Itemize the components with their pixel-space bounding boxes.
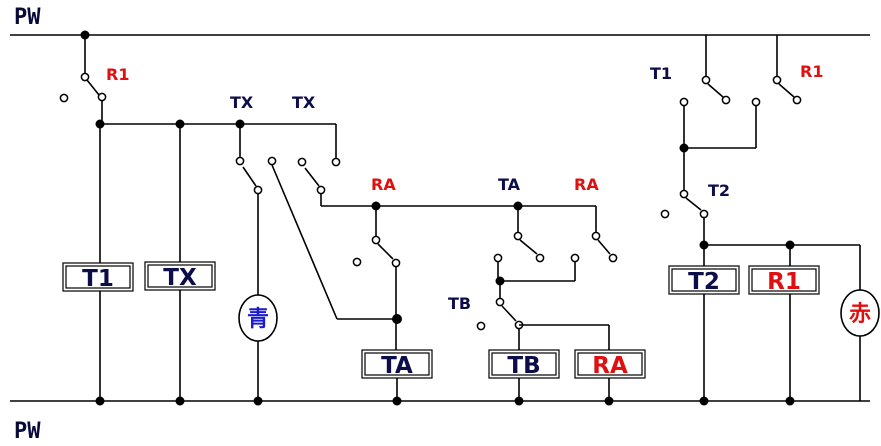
ta-mid-label: TA	[498, 175, 521, 194]
tb-contact	[476, 297, 610, 350]
r1-left-contact	[59, 35, 107, 122]
tb-label: TB	[448, 294, 471, 313]
relay-ra-box: RA	[574, 349, 646, 379]
t1-top-label: T1	[650, 64, 672, 83]
ta-contact	[513, 206, 545, 263]
relay-tx-label: TX	[163, 265, 197, 291]
t2-label: T2	[708, 181, 730, 200]
t1-top-contact	[679, 75, 731, 107]
relay-tb-label: TB	[507, 353, 540, 379]
blue-lamp: 青	[238, 294, 278, 342]
r1-top-contact	[751, 75, 802, 107]
red-lamp: 赤	[840, 289, 880, 337]
tx-contact-2	[297, 157, 326, 206]
t2-contact	[660, 189, 709, 268]
relay-r1-label: R1	[767, 269, 801, 295]
relay-ta-label: TA	[381, 353, 413, 379]
relay-t2-box: T2	[668, 265, 740, 295]
top-rail-label: PW	[14, 5, 41, 30]
relay-t2-label: T2	[688, 269, 720, 295]
ra-mid-contact	[352, 206, 401, 350]
bottom-rail-label: PW	[14, 419, 41, 444]
relay-tx-box: TX	[144, 261, 216, 291]
relay-r1-box: R1	[748, 265, 820, 295]
ra-mid-label: RA	[371, 175, 396, 194]
r1-left-label: R1	[106, 65, 129, 84]
relay-ta-box: TA	[361, 349, 433, 379]
tx-label-2: TX	[292, 93, 316, 112]
ra-right-contact	[591, 206, 618, 263]
relay-ra-label: RA	[592, 353, 628, 379]
blue-lamp-label: 青	[247, 307, 269, 332]
red-lamp-label: 赤	[849, 302, 871, 327]
relay-t1-box: T1	[62, 262, 134, 292]
ra-right-label: RA	[574, 175, 599, 194]
tx-label-1: TX	[230, 93, 254, 112]
tx-contact-1	[235, 124, 397, 320]
relay-tb-box: TB	[488, 349, 560, 379]
junction-dots	[80, 30, 795, 406]
relay-t1-label: T1	[82, 266, 114, 292]
r1-top-label: R1	[800, 62, 823, 81]
